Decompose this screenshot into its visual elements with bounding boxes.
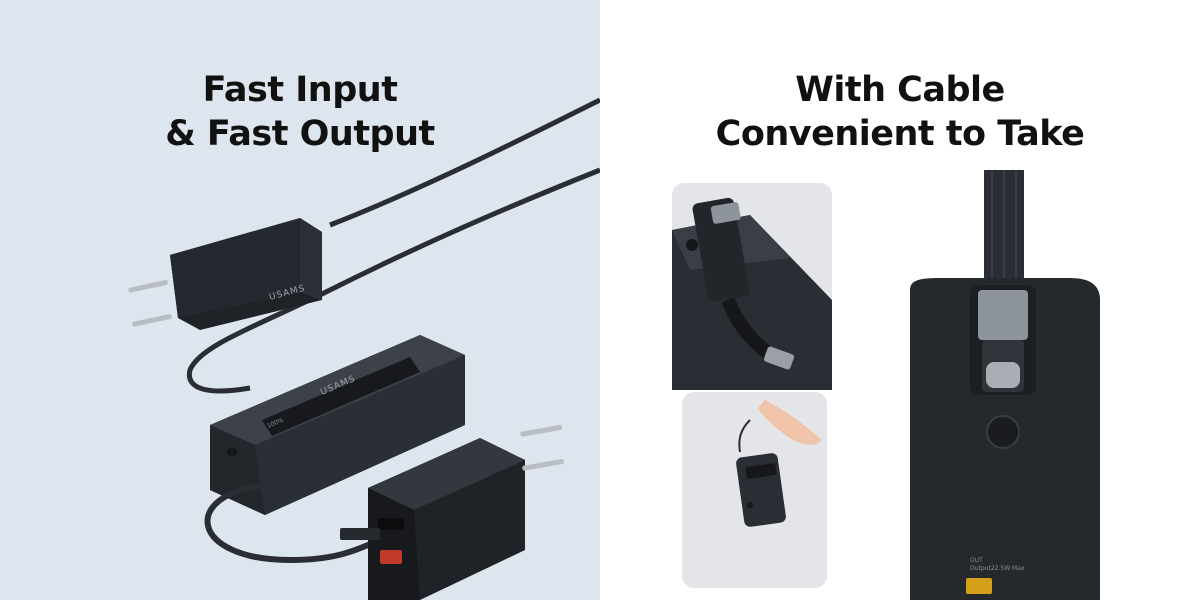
inset-hand-holding bbox=[682, 392, 827, 588]
right-headline-line2: Convenient to Take bbox=[715, 114, 1085, 154]
usb-port-icon bbox=[966, 578, 992, 594]
right-headline: With Cable Convenient to Take bbox=[600, 68, 1200, 156]
output-port-label-line2: Output22.5W Max bbox=[970, 565, 1025, 572]
hand-icon bbox=[758, 400, 822, 445]
left-headline-line2: & Fast Output bbox=[165, 114, 435, 154]
with-cable-panel: With Cable Convenient to Take bbox=[600, 0, 1200, 600]
power-button-icon bbox=[986, 415, 1020, 449]
wall-charger-cable bbox=[329, 97, 600, 228]
wall-charger-top: USAMS bbox=[128, 218, 322, 330]
right-headline-line1: With Cable bbox=[795, 70, 1005, 110]
left-headline-line1: Fast Input bbox=[202, 70, 398, 110]
wall-charger-bottom bbox=[340, 425, 564, 600]
fast-input-output-panel: Fast Input & Fast Output USAMS bbox=[0, 0, 600, 600]
inset-cable-closeup bbox=[672, 183, 832, 390]
output-cable bbox=[204, 482, 382, 564]
input-cable bbox=[186, 167, 600, 394]
power-bank: USAMS 100% bbox=[210, 335, 465, 515]
output-port-label-line1: OUT bbox=[970, 557, 983, 564]
left-headline: Fast Input & Fast Output bbox=[0, 68, 600, 156]
cable-illustration: OUT Output22.5W Max bbox=[672, 170, 1100, 600]
charging-setup-illustration: USAMS USAMS 100% bbox=[128, 97, 600, 600]
power-bank-front: OUT Output22.5W Max bbox=[910, 170, 1100, 600]
